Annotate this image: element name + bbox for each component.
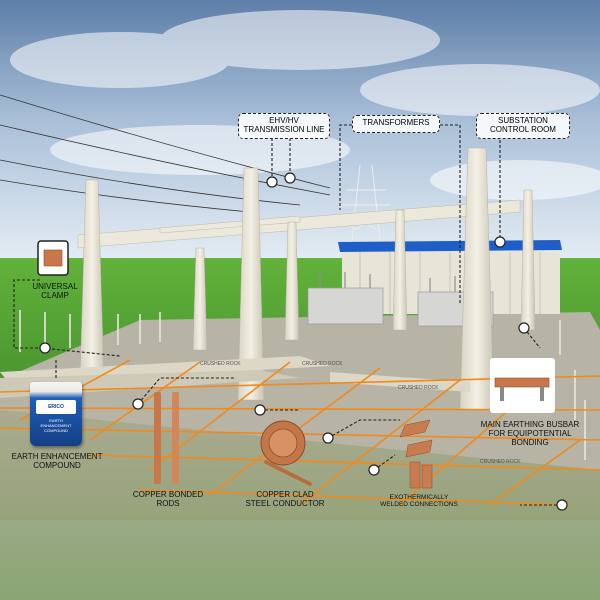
bag-brand: ERICO — [36, 400, 76, 414]
leader-lines — [13, 124, 562, 506]
crushed-rock-label: CRUSHED ROCK — [200, 361, 241, 367]
exothermic-connections-illustration — [399, 419, 433, 489]
busbar-label: MAIN EARTHING BUSBAR FOR EQUIPOTENTIAL B… — [480, 420, 580, 448]
universal-clamp-illustration — [37, 240, 69, 276]
busbar-illustration — [490, 358, 555, 413]
transformers-callout: TRANSFORMERS — [352, 115, 440, 133]
transmission-wires — [0, 94, 331, 213]
copper-bonded-rods-label: COPPER BONDED RODS — [132, 490, 204, 509]
leader-dots — [39, 172, 568, 511]
bag-subtitle: EARTH ENHANCEMENT COMPOUND — [40, 418, 72, 433]
exothermic-connections-label: EXOTHERMICALLY WELDED CONNECTIONS — [380, 494, 458, 509]
concrete-pillars — [79, 147, 536, 411]
control-room-callout: SUBSTATION CONTROL ROOM — [476, 113, 570, 139]
crushed-rock-label: CRUSHED ROCK — [302, 361, 343, 367]
earth-enhancement-label: EARTH ENHANCEMENT COMPOUND — [11, 452, 103, 471]
copper-clad-conductor-label: COPPER CLAD STEEL CONDUCTOR — [245, 490, 325, 509]
conductor-coil-illustration — [260, 420, 312, 486]
transmission-line-callout: EHV/HV TRANSMISSION LINE — [238, 113, 330, 139]
copper-rods-illustration — [154, 392, 179, 484]
earth-enhancement-bag: ERICO EARTH ENHANCEMENT COMPOUND — [30, 382, 82, 446]
universal-clamp-label: UNIVERSAL CLAMP — [32, 282, 78, 301]
crushed-rock-label: CRUSHED ROCK — [480, 459, 521, 465]
fence — [19, 310, 586, 460]
crushed-rock-label: CRUSHED ROCK — [398, 385, 439, 391]
